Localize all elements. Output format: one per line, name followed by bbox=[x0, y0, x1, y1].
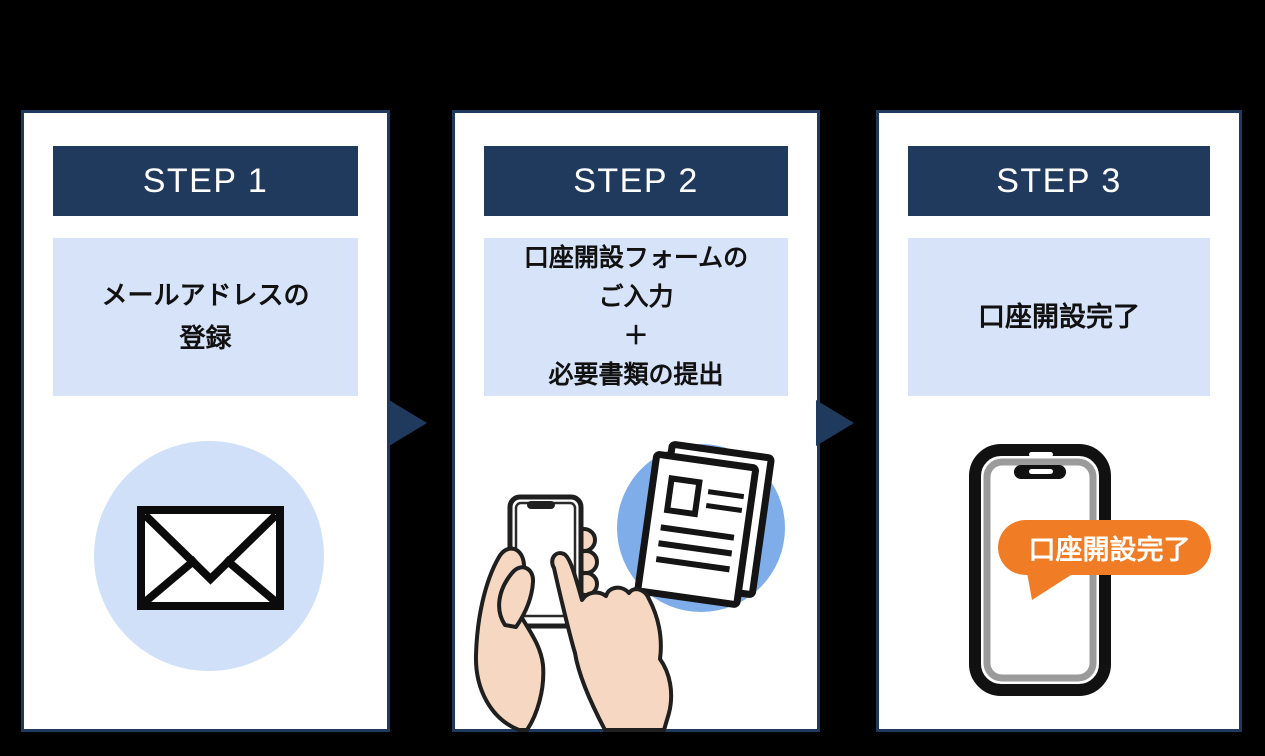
notification-bubble bbox=[998, 520, 1211, 600]
documents-icon bbox=[634, 441, 775, 608]
step1-description-line: メールアドレスの bbox=[101, 280, 310, 310]
step2-card: STEP 2 口座開設フォームの ご入力 ＋ 必要書類の提出 bbox=[452, 110, 820, 732]
step1-header-label: STEP 1 bbox=[142, 161, 269, 200]
step2-description-line: 必要書類の提出 bbox=[548, 361, 724, 389]
step1-card: STEP 1 メールアドレスの 登録 bbox=[21, 110, 390, 732]
step2-description-panel: 口座開設フォームの ご入力 ＋ 必要書類の提出 bbox=[484, 238, 788, 396]
step3-header: STEP 3 bbox=[908, 146, 1210, 216]
step2-header-label: STEP 2 bbox=[573, 161, 699, 200]
step2-description-line: 口座開設フォームの bbox=[523, 244, 749, 272]
bubble-label: 口座開設完了 bbox=[1028, 535, 1191, 565]
smartphone-icon bbox=[969, 444, 1211, 696]
step1-header: STEP 1 bbox=[53, 146, 358, 216]
step1-description-line: 登録 bbox=[179, 323, 232, 353]
step2-description-line: ＋ bbox=[623, 322, 649, 350]
step2-description-line: ご入力 bbox=[598, 283, 674, 311]
step1-description-panel: メールアドレスの 登録 bbox=[53, 238, 358, 396]
arrow-step2-to-step3-icon bbox=[816, 400, 854, 446]
step3-card: STEP 3 口座開設完了 口座開設完了 bbox=[876, 110, 1242, 732]
arrow-step1-to-step2-icon bbox=[389, 400, 427, 446]
left-hand-thumb bbox=[497, 565, 536, 629]
step3-description-panel: 口座開設完了 bbox=[908, 238, 1210, 396]
step2-header: STEP 2 bbox=[484, 146, 788, 216]
left-hand-palm bbox=[473, 546, 546, 732]
envelope-icon bbox=[94, 441, 324, 671]
step3-header-label: STEP 3 bbox=[996, 161, 1122, 200]
step3-description-line: 口座開設完了 bbox=[978, 301, 1140, 332]
right-hand-pointing-finger bbox=[550, 551, 674, 732]
hand-phone-documents-icon bbox=[473, 441, 785, 732]
